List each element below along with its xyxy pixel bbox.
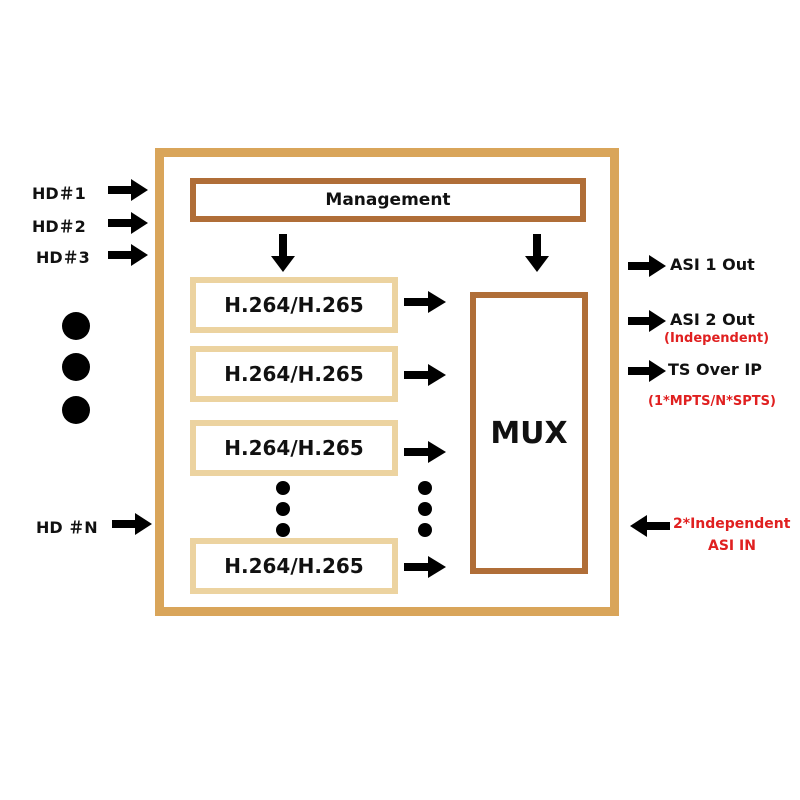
encoder-block-3: H.264/H.265 bbox=[190, 420, 398, 476]
encoder-label: H.264/H.265 bbox=[224, 554, 364, 578]
asi-in-arrow bbox=[630, 515, 670, 537]
encoder-label: H.264/H.265 bbox=[224, 436, 364, 460]
encoder-to-mux-arrow-2 bbox=[404, 364, 446, 386]
asi-in-label-line2: ASI IN bbox=[708, 538, 756, 554]
input-ellipsis-dot bbox=[62, 312, 90, 340]
arrow-ellipsis-dot bbox=[418, 523, 432, 537]
encoder-to-mux-arrow-1 bbox=[404, 291, 446, 313]
management-block: Management bbox=[190, 178, 586, 222]
output-arrow-asi2 bbox=[628, 310, 666, 332]
encoder-to-mux-arrow-3 bbox=[404, 441, 446, 463]
mux-block: MUX bbox=[470, 292, 588, 574]
mux-label: MUX bbox=[490, 415, 568, 451]
input-ellipsis-dot bbox=[62, 353, 90, 381]
encoder-ellipsis-dot bbox=[276, 481, 290, 495]
management-to-mux-arrow bbox=[525, 234, 549, 272]
output-label-asi1: ASI 1 Out bbox=[670, 255, 755, 274]
input-label-hd2: HD＃2 bbox=[32, 217, 86, 236]
input-arrow-hd3 bbox=[108, 244, 148, 266]
encoder-label: H.264/H.265 bbox=[224, 362, 364, 386]
output-label-asi2: ASI 2 Out bbox=[670, 310, 755, 329]
output-note-tsip: (1*MPTS/N*SPTS) bbox=[648, 394, 776, 409]
encoder-block-1: H.264/H.265 bbox=[190, 277, 398, 333]
encoder-to-mux-arrow-n bbox=[404, 556, 446, 578]
arrow-ellipsis-dot bbox=[418, 481, 432, 495]
arrow-ellipsis-dot bbox=[418, 502, 432, 516]
encoder-block-n: H.264/H.265 bbox=[190, 538, 398, 594]
input-ellipsis-dot bbox=[62, 396, 90, 424]
output-arrow-tsip bbox=[628, 360, 666, 382]
management-label: Management bbox=[325, 190, 451, 210]
encoder-ellipsis-dot bbox=[276, 502, 290, 516]
input-arrow-hdn bbox=[112, 513, 152, 535]
asi-in-label-line1: 2*Independent bbox=[673, 516, 791, 532]
input-arrow-hd2 bbox=[108, 212, 148, 234]
input-label-hd1: HD＃1 bbox=[32, 184, 86, 203]
output-arrow-asi1 bbox=[628, 255, 666, 277]
encoder-block-2: H.264/H.265 bbox=[190, 346, 398, 402]
encoder-ellipsis-dot bbox=[276, 523, 290, 537]
management-to-encoders-arrow bbox=[271, 234, 295, 272]
input-label-hdn: HD ＃N bbox=[36, 518, 98, 537]
output-note-asi2: (Independent) bbox=[664, 331, 770, 346]
input-label-hd3: HD＃3 bbox=[36, 248, 90, 267]
encoder-label: H.264/H.265 bbox=[224, 293, 364, 317]
output-label-tsip: TS Over IP bbox=[668, 360, 763, 379]
input-arrow-hd1 bbox=[108, 179, 148, 201]
